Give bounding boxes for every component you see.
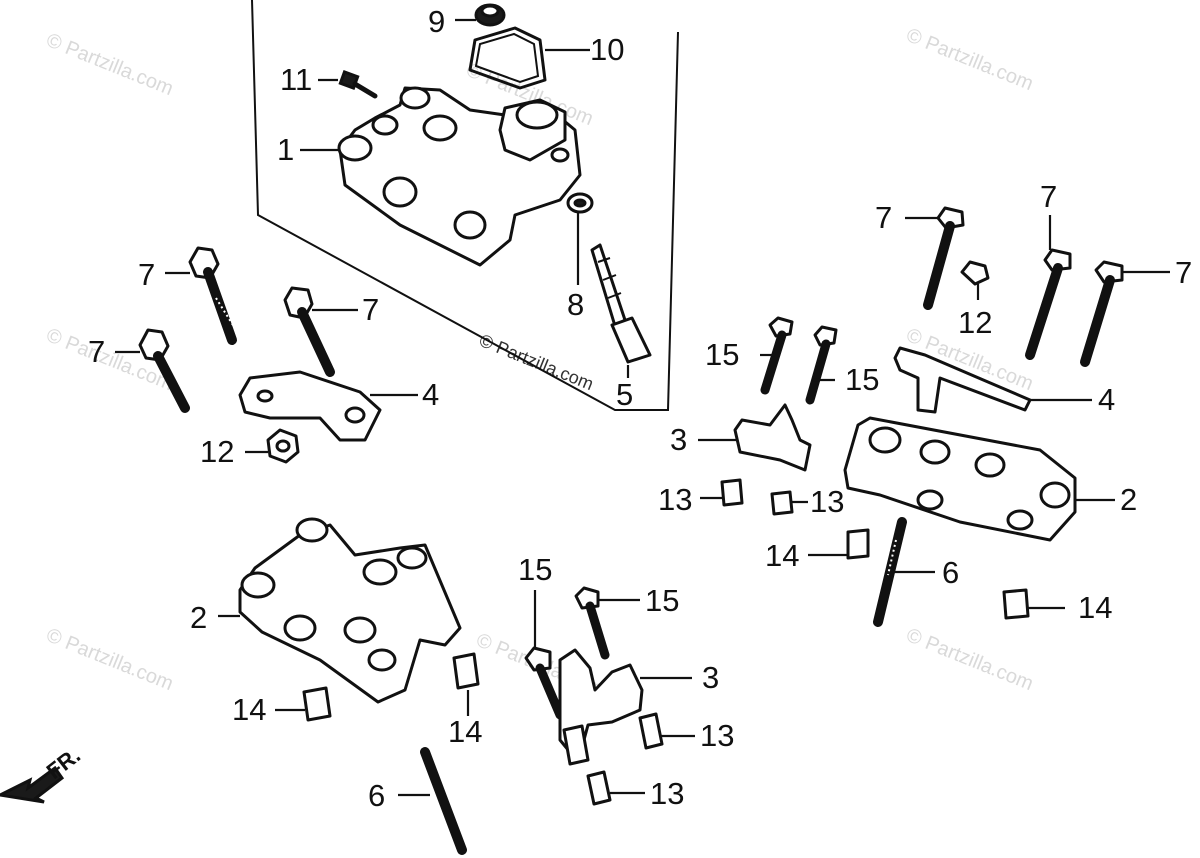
- callout-2: 2: [1120, 482, 1137, 517]
- callout-14: 14: [232, 692, 266, 727]
- part-14-dowel: [1002, 588, 1030, 620]
- callout-13: 13: [700, 718, 734, 753]
- part-6-stud: [420, 747, 467, 855]
- part-13-dowel: [638, 712, 664, 750]
- callout-15: 15: [518, 552, 552, 587]
- callout-1: 1: [277, 132, 294, 167]
- front-direction-arrow: FR.: [0, 742, 85, 804]
- part-15-bolt: [760, 316, 794, 395]
- callout-15: 15: [645, 583, 679, 618]
- part-13-dowel: [562, 724, 590, 766]
- callout-7: 7: [362, 292, 379, 327]
- part-2-housing: [238, 517, 462, 704]
- callout-7: 7: [88, 334, 105, 369]
- callout-8: 8: [567, 287, 584, 322]
- watermark: © Partzilla.com: [477, 330, 597, 394]
- part-7-bolt: [138, 328, 190, 413]
- part-4-bracket: [893, 346, 1032, 414]
- callout-12: 12: [958, 305, 992, 340]
- callout-15: 15: [845, 362, 879, 397]
- callout-12: 12: [200, 434, 234, 469]
- watermark: © Partzilla.com: [43, 29, 176, 100]
- callout-4: 4: [1098, 382, 1115, 417]
- callout-5: 5: [616, 377, 633, 412]
- callout-14: 14: [1078, 590, 1112, 625]
- assembly-boundary: [251, 0, 679, 411]
- part-7-bolt: [188, 246, 237, 345]
- part-7-bolt: [1080, 260, 1124, 367]
- part-13-dowel: [586, 770, 612, 806]
- part-13-dowel: [720, 478, 744, 507]
- callout-4: 4: [422, 377, 439, 412]
- part-13-dowel: [770, 490, 794, 516]
- callout-7: 7: [1175, 255, 1192, 290]
- callout-13: 13: [658, 482, 692, 517]
- watermark: © Partzilla.com: [903, 624, 1036, 695]
- part-10-gasket: [468, 26, 547, 90]
- part-7-bolt: [1025, 248, 1072, 360]
- callout-13: 13: [810, 484, 844, 519]
- part-5-sensor: [590, 243, 652, 364]
- part-15-bolt: [805, 325, 838, 405]
- part-14-dowel: [846, 528, 870, 560]
- part-6-stud: [873, 517, 907, 627]
- part-11-bolt: [338, 70, 378, 99]
- callout-6: 6: [368, 778, 385, 813]
- callout-6: 6: [942, 555, 959, 590]
- callouts: 9 10 11 1 8 5 7 7 7 4 12 7 7 7 12 4 15 1…: [88, 4, 1192, 813]
- part-2-housing: [843, 416, 1077, 542]
- callout-3: 3: [702, 660, 719, 695]
- watermark: © Partzilla.com: [903, 24, 1036, 95]
- callout-7: 7: [1040, 179, 1057, 214]
- callout-15: 15: [705, 337, 739, 372]
- part-12-nut: [960, 260, 990, 286]
- part-15-bolt: [524, 646, 565, 720]
- callout-7: 7: [875, 200, 892, 235]
- part-9-nut: [474, 3, 506, 27]
- leader-lines: [115, 18, 1170, 797]
- part-14-dowel: [302, 686, 332, 722]
- part-4-bracket: [238, 370, 382, 442]
- callout-13: 13: [650, 776, 684, 811]
- callout-10: 10: [590, 32, 624, 67]
- part-14-dowel: [452, 652, 480, 690]
- part-12-nut: [266, 428, 300, 464]
- callout-14: 14: [765, 538, 799, 573]
- callout-2: 2: [190, 600, 207, 635]
- part-3-bracket: [733, 403, 812, 472]
- part-15-bolt: [574, 586, 610, 660]
- part-7-bolt: [923, 206, 965, 310]
- callout-3: 3: [670, 422, 687, 457]
- callout-9: 9: [428, 4, 445, 39]
- callout-11: 11: [280, 62, 312, 97]
- watermark: © Partzilla.com: [43, 624, 176, 695]
- callout-7: 7: [138, 257, 155, 292]
- part-1-housing: [337, 86, 582, 267]
- part-7-bolt: [283, 286, 335, 377]
- callout-14: 14: [448, 714, 482, 749]
